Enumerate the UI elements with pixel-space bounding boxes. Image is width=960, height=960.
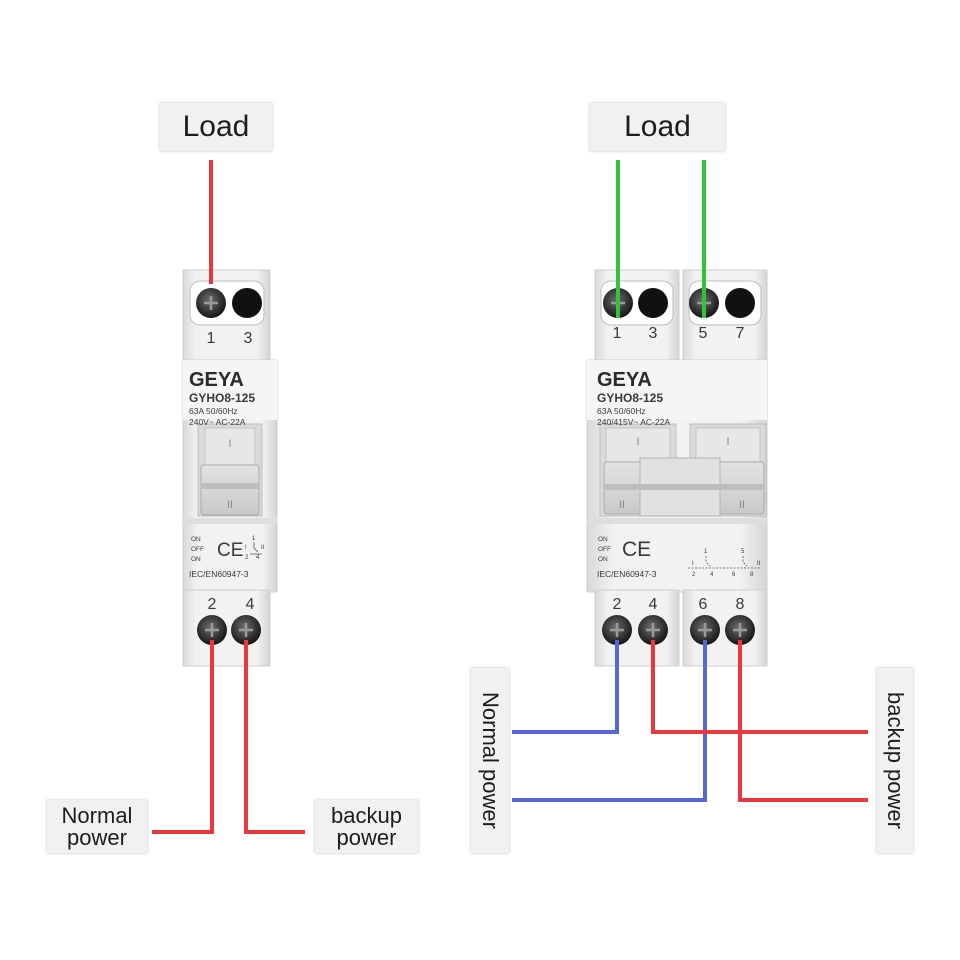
wire-right-normal-2: [512, 640, 707, 802]
brand-logo: GEYA: [597, 369, 652, 391]
backup-power-label-right: backup power: [877, 668, 913, 853]
schem-t2: 2: [245, 555, 249, 561]
off-label: OFF: [598, 546, 611, 553]
ce-mark: CE: [217, 540, 243, 561]
screw-left-3: [232, 288, 262, 318]
terminal-label-1: 1: [613, 325, 622, 342]
schem-t2: 2: [692, 572, 696, 578]
schem-t4: 4: [256, 555, 260, 561]
normal-power-label-right: Normal power: [471, 668, 509, 853]
standard-label: IEC/EN60947-3: [597, 569, 657, 579]
screw-right-4: [638, 615, 668, 645]
rating-line-1: 63A 50/60Hz: [597, 406, 646, 416]
model-label: GYHO8-125: [189, 391, 255, 405]
terminal-label-2: 2: [208, 596, 217, 613]
handle-mark-top: I: [228, 438, 231, 450]
schem-t8: 8: [750, 572, 754, 578]
schem-p1: I: [245, 545, 247, 551]
rating-line-1: 63A 50/60Hz: [189, 406, 238, 416]
terminal-label-7: 7: [736, 325, 745, 342]
schem-t5: 5: [741, 549, 745, 555]
on-bottom-label: ON: [598, 556, 608, 563]
schem-t4: 4: [710, 572, 714, 578]
wire-right-normal-1: [512, 640, 619, 734]
screw-right-6: [690, 615, 720, 645]
schem-p1: I: [692, 561, 694, 567]
terminal-label-8: 8: [736, 596, 745, 613]
normal-power-label-left: Normal power: [47, 800, 147, 853]
screw-right-7: [725, 288, 755, 318]
terminal-label-6: 6: [699, 596, 708, 613]
on-top-label: ON: [598, 536, 608, 543]
schem-p2: II: [261, 545, 265, 551]
wire-left-backup: [244, 640, 305, 834]
handle-mark-top-b: I: [726, 436, 729, 448]
schem-t1: 1: [252, 536, 256, 542]
switch-right-text: 1 3 5 7 GEYA GYHO8-125 63A 50/60Hz 240/4…: [597, 325, 762, 613]
brand-logo: GEYA: [189, 369, 244, 391]
handle-mark-bottom-a: II: [619, 499, 625, 511]
handle-mark-bottom: II: [227, 499, 233, 511]
wires: [152, 160, 868, 834]
schem-p2: II: [757, 561, 761, 567]
schem-t1: 1: [704, 549, 708, 555]
terminal-label-4: 4: [649, 596, 658, 613]
screw-left-4: [231, 615, 261, 645]
handle-mark-top-a: I: [636, 436, 639, 448]
screw-left-1: [196, 288, 226, 318]
screw-right-2: [602, 615, 632, 645]
switch-left-text: 1 3 GEYA GYHO8-125 63A 50/60Hz 240V~ AC-…: [189, 330, 265, 613]
rating-line-2: 240/415V~ AC-22A: [597, 417, 670, 427]
terminal-label-2: 2: [613, 596, 622, 613]
load-label-right: Load: [590, 103, 725, 151]
terminal-label-5: 5: [699, 325, 708, 342]
screw-left-2: [197, 615, 227, 645]
screw-right-3: [638, 288, 668, 318]
terminal-label-4: 4: [246, 596, 255, 613]
wire-left-normal: [152, 640, 214, 834]
screw-right-8: [725, 615, 755, 645]
load-label-left: Load: [160, 103, 272, 151]
backup-power-label-left: backup power: [315, 800, 418, 853]
handle-mark-bottom-b: II: [739, 499, 745, 511]
on-top-label: ON: [191, 536, 201, 543]
terminal-screws: [196, 288, 755, 645]
rating-line-2: 240V~ AC-22A: [189, 417, 246, 427]
schem-symbol-right: [688, 556, 762, 569]
wire-right-backup-1: [651, 640, 868, 734]
off-label: OFF: [191, 546, 204, 553]
model-label: GYHO8-125: [597, 391, 663, 405]
standard-label: IEC/EN60947-3: [189, 569, 249, 579]
terminal-label-3: 3: [244, 330, 253, 347]
ce-mark: CE: [622, 538, 651, 561]
wire-right-backup-2: [738, 640, 868, 802]
schem-t6: 6: [732, 572, 736, 578]
schem-symbol-left: [250, 542, 262, 555]
terminal-label-3: 3: [649, 325, 658, 342]
terminal-label-1: 1: [207, 330, 216, 347]
on-bottom-label: ON: [191, 556, 201, 563]
switch-left: [182, 269, 278, 667]
